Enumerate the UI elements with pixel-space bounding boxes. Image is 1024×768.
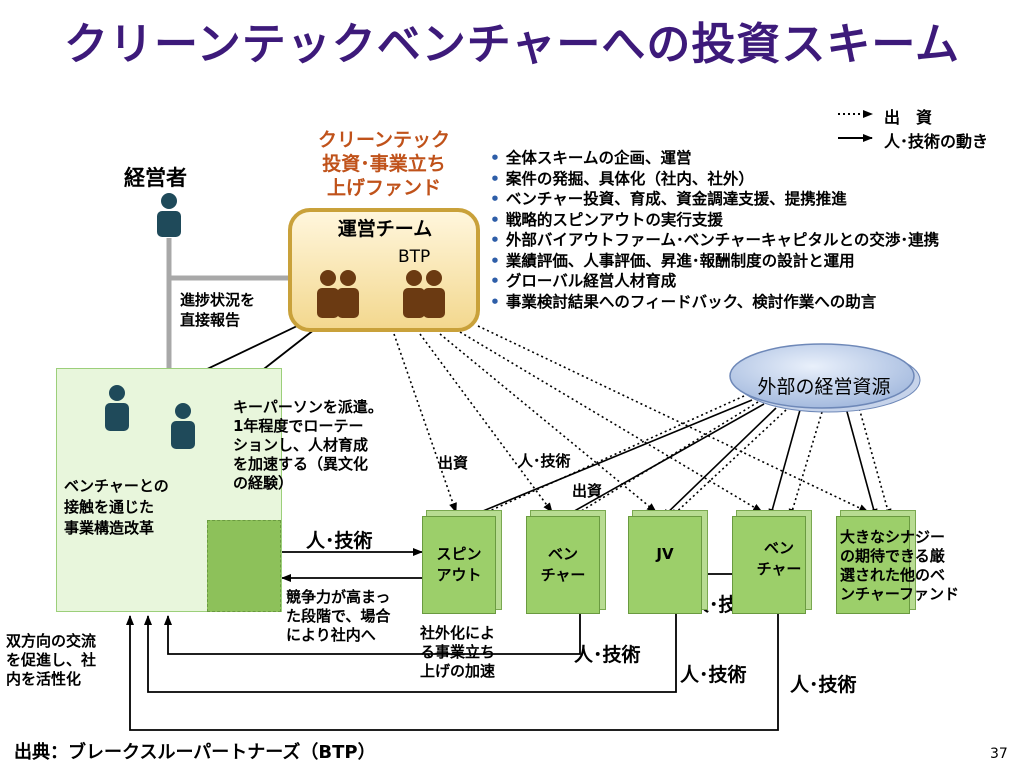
report-label-line: 進捗状況を <box>180 291 256 309</box>
other-funds-label: 大きなシナジー の期待できる厳 選された他のベ ンチャーファンド <box>840 528 959 604</box>
venture-label-line: チャー <box>756 560 802 578</box>
dispatch-note: キーパーソンを派遣。 1年程度でローテー ションし、人材育成 を加速する（異文化… <box>233 398 383 493</box>
slide-title: クリーンテックベンチャーへの投資スキーム <box>63 19 961 70</box>
company-text-line: 事業構造改革 <box>64 519 155 537</box>
competitive-note: 競争力が高まっ た段階で、場合 により社内へ <box>286 588 390 645</box>
dispatch-note-line: の経験） <box>233 474 294 492</box>
org-connector <box>166 238 290 368</box>
dispatch-note-line: を加速する（異文化 <box>233 455 369 473</box>
company-text-line: 接触を通じた <box>64 498 155 516</box>
fund-title-line: クリーンテック <box>317 129 451 151</box>
mutual-exchange-note-line: 内を活性化 <box>6 670 82 688</box>
people-tech-label: 人･技術 <box>306 530 373 552</box>
report-label-line: 直接報告 <box>180 311 241 329</box>
other-funds-label-line: 選された他のベ <box>840 566 946 584</box>
btp-label: BTP <box>398 247 431 267</box>
activity-item: 全体スキームの企画、運営 <box>490 148 939 169</box>
activity-item: 事業検討結果へのフィードバック、検討作業への助言 <box>490 292 939 313</box>
investment-label: 出資 <box>572 482 603 500</box>
company-text-line: ベンチャーとの <box>64 477 169 495</box>
source-citation: 出典：ブレークスルーパートナーズ（BTP） <box>14 742 376 763</box>
spinoff-note-line: る事業立ち <box>420 643 496 661</box>
other-funds-label-line: の期待できる厳 <box>840 547 945 565</box>
manager-label: 経営者 <box>124 166 187 190</box>
other-funds-label-line: ンチャーファンド <box>840 585 959 603</box>
dispatch-note-line: 1年程度でローテー <box>233 417 364 435</box>
activity-item: グローバル経営人材育成 <box>490 271 939 292</box>
spinout-box <box>422 516 496 614</box>
team-people-icon <box>403 270 445 318</box>
people-tech-label-small: 人･技術 <box>518 452 571 470</box>
people-tech-label: 人･技術 <box>680 664 747 686</box>
report-label: 進捗状況を 直接報告 <box>180 290 255 330</box>
spinoff-note-line: 社外化によ <box>420 624 496 642</box>
legend-people-tech-label: 人･技術の動き <box>884 132 989 151</box>
venture-box <box>732 516 806 614</box>
venture-label-line: ベン <box>763 539 794 557</box>
company-person-icon <box>105 385 129 431</box>
dispatch-note-line: キーパーソンを派遣。 <box>233 398 383 416</box>
jv-label: JV <box>656 545 674 563</box>
investment-label: 出資 <box>438 454 469 472</box>
spinout-label-line: スピン <box>436 545 482 563</box>
external-resources-ellipse <box>729 343 921 413</box>
spinout-label-line: アウト <box>436 566 482 584</box>
mutual-exchange-note-line: 双方向の交流 <box>6 632 97 650</box>
spinout-label: スピン アウト <box>422 544 496 586</box>
competitive-note-line: た段階で、場合 <box>286 607 391 625</box>
investment-lines <box>393 325 869 513</box>
fund-title-line: 上げファンド <box>326 177 441 199</box>
competitive-note-line: 競争力が高まっ <box>286 588 391 606</box>
legend-investment-label: 出 資 <box>884 108 933 127</box>
spinoff-note: 社外化によ る事業立ち 上げの加速 <box>420 624 495 681</box>
team-people-icon <box>317 270 359 318</box>
spinoff-note-line: 上げの加速 <box>420 662 496 680</box>
venture-label-line: チャー <box>540 566 586 584</box>
resource-investment-lines <box>473 395 892 519</box>
people-tech-label: 人･技術 <box>790 674 857 696</box>
competitive-note-line: により社内へ <box>286 626 376 644</box>
people-tech-label: 人･技術 <box>574 644 641 666</box>
dispatch-note-line: ションし、人材育成 <box>233 436 369 454</box>
external-resources-label: 外部の経営資源 <box>757 376 891 398</box>
mutual-exchange-note-line: を促進し、社 <box>6 651 97 669</box>
manager-person-icon <box>157 193 181 237</box>
other-funds-label-line: 大きなシナジー <box>840 528 946 546</box>
activity-item: 戦略的スピンアウトの実行支援 <box>490 210 939 231</box>
jv-box <box>628 516 702 614</box>
company-inner-block <box>207 520 281 612</box>
activity-list: 全体スキームの企画、運営 案件の発掘、具体化（社内、社外） ベンチャー投資、育成… <box>490 148 939 312</box>
activity-item: ベンチャー投資、育成、資金調達支援、提携推進 <box>490 189 939 210</box>
fund-title: クリーンテック 投資･事業立ち 上げファンド <box>300 128 468 200</box>
activity-item: 業績評価、人事評価、昇進･報酬制度の設計と運用 <box>490 251 939 272</box>
mutual-exchange-note: 双方向の交流 を促進し、社 内を活性化 <box>6 632 96 689</box>
company-person-icon <box>171 403 195 449</box>
venture-label-line: ベン <box>547 545 578 563</box>
return-loops <box>126 614 779 731</box>
venture-box <box>526 516 600 614</box>
fund-title-line: 投資･事業立ち <box>322 153 446 175</box>
other-funds-box <box>836 516 910 614</box>
venture-label: ベン チャー <box>526 544 600 586</box>
venture-label: ベン チャー <box>742 538 816 580</box>
ops-team-label: 運営チーム <box>337 218 433 240</box>
activity-item: 外部バイアウトファーム･ベンチャーキャピタルとの交渉･連携 <box>490 230 939 251</box>
company-text: ベンチャーとの 接触を通じた 事業構造改革 <box>64 476 169 539</box>
activity-item: 案件の発掘、具体化（社内、社外） <box>490 169 939 190</box>
page-number: 37 <box>990 746 1008 762</box>
